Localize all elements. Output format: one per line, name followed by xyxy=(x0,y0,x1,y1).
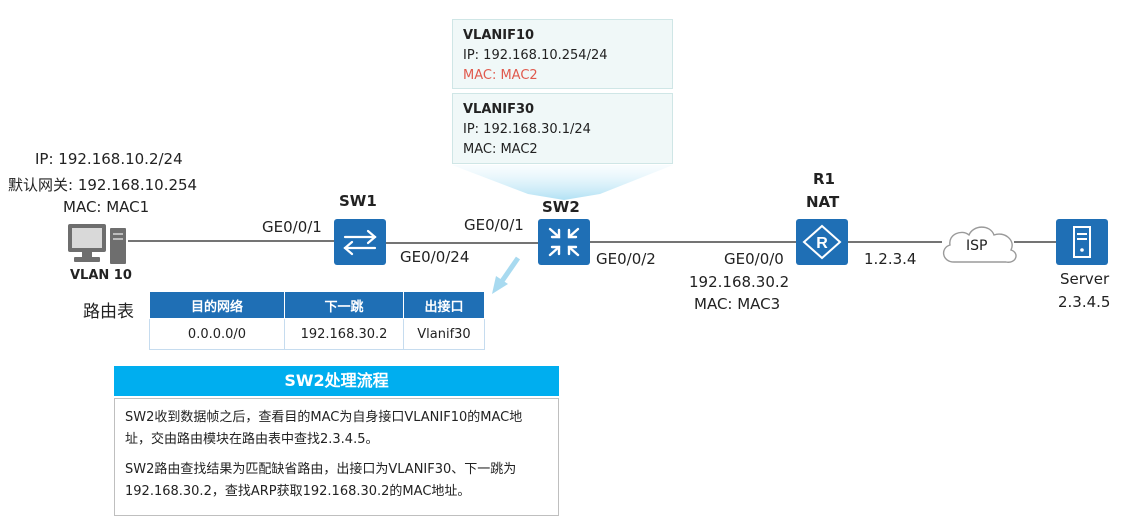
r1-role: NAT xyxy=(806,193,840,211)
vlanif10-ip: IP: 192.168.10.254/24 xyxy=(463,48,608,63)
route-table-caption: 路由表 xyxy=(83,302,134,322)
svg-text:R: R xyxy=(816,235,828,252)
sw2-device[interactable] xyxy=(538,219,590,265)
sw2-port-right: GE0/0/2 xyxy=(596,250,656,268)
vlanif30-ip: IP: 192.168.30.1/24 xyxy=(463,122,591,137)
server-device[interactable] xyxy=(1056,219,1108,265)
switch-icon xyxy=(343,229,377,256)
r1-name: R1 xyxy=(813,170,835,188)
sw2-name: SW2 xyxy=(542,198,580,216)
vlanif30-title: VLANIF30 xyxy=(463,102,535,117)
cell-destination: 0.0.0.0/0 xyxy=(149,318,285,350)
r1-mac: MAC: MAC3 xyxy=(694,295,781,313)
cell-interface: Vlanif30 xyxy=(403,318,485,350)
r1-ip: 192.168.30.2 xyxy=(689,273,790,291)
r1-wan-ip: 1.2.3.4 xyxy=(864,250,917,268)
vlanif30-box: VLANIF30 IP: 192.168.30.1/24 MAC: MAC2 xyxy=(452,93,673,164)
sw1-port-left: GE0/0/1 xyxy=(262,218,322,236)
pc-gateway: 默认网关: 192.168.10.254 xyxy=(8,176,198,194)
flow-title: SW2处理流程 xyxy=(114,366,559,396)
vlanif10-mac: MAC: MAC2 xyxy=(463,68,538,83)
vlanif10-title: VLANIF10 xyxy=(463,28,535,43)
r1-port: GE0/0/0 xyxy=(724,250,784,268)
sw1-port-right: GE0/0/24 xyxy=(400,248,470,266)
table-row: 0.0.0.0/0 192.168.30.2 Vlanif30 xyxy=(149,318,485,350)
server-ip: 2.3.4.5 xyxy=(1058,293,1111,311)
vlanif30-mac: MAC: MAC2 xyxy=(463,142,538,157)
col-next-hop: 下一跳 xyxy=(284,291,404,319)
server-name: Server xyxy=(1060,270,1110,288)
col-destination: 目的网络 xyxy=(149,291,285,319)
route-table-pointer xyxy=(492,256,521,294)
cloud-icon xyxy=(943,226,1017,263)
sw1-name: SW1 xyxy=(339,192,377,210)
isp-label: ISP xyxy=(966,238,988,254)
flow-paragraph-2: SW2路由查找结果为匹配缺省路由，出接口为VLANIF30、下一跳为192.16… xyxy=(125,462,517,499)
route-table: 目的网络 下一跳 出接口 0.0.0.0/0 192.168.30.2 Vlan… xyxy=(149,291,485,350)
pc-vlan-label: VLAN 10 xyxy=(70,268,132,283)
vlanif10-box: VLANIF10 IP: 192.168.10.254/24 MAC: MAC2 xyxy=(452,19,673,89)
sw2-port-left: GE0/0/1 xyxy=(464,216,524,234)
flow-body: SW2收到数据帧之后，查看目的MAC为自身接口VLANIF10的MAC地址，交由… xyxy=(114,398,559,516)
cell-next-hop: 192.168.30.2 xyxy=(284,318,404,350)
col-interface: 出接口 xyxy=(403,291,485,319)
router-icon: R xyxy=(802,224,842,260)
l3-switch-icon xyxy=(548,227,580,257)
flow-paragraph-1: SW2收到数据帧之后，查看目的MAC为自身接口VLANIF10的MAC地址，交由… xyxy=(125,410,523,447)
pc-mac: MAC: MAC1 xyxy=(63,198,150,216)
callout-beam xyxy=(452,165,673,200)
r1-device[interactable]: R xyxy=(796,219,848,265)
server-icon xyxy=(1073,226,1091,258)
pc-icon xyxy=(68,224,126,264)
sw1-device[interactable] xyxy=(334,219,386,265)
route-table-header: 目的网络 下一跳 出接口 xyxy=(149,291,485,319)
pc-ip: IP: 192.168.10.2/24 xyxy=(35,150,183,168)
